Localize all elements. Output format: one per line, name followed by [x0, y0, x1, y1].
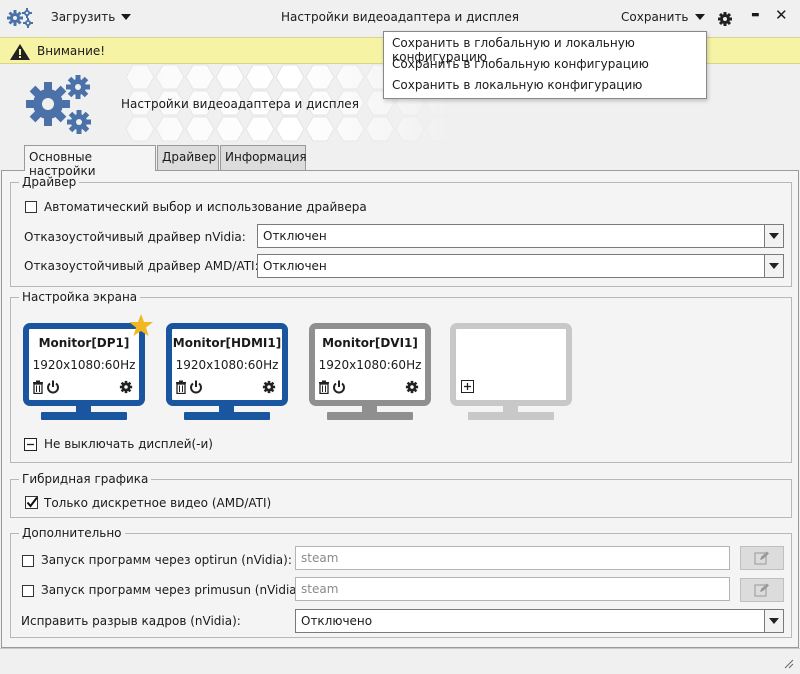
load-label: Загрузить: [51, 10, 116, 24]
primusrun-placeholder: steam: [301, 582, 339, 596]
driver-group: [10, 182, 792, 287]
pencil-icon: [754, 583, 769, 597]
primusrun-edit-button[interactable]: [740, 578, 784, 602]
monitor-card[interactable]: Monitor[DVI1] 1920x1080:60Hz: [309, 323, 431, 421]
trash-icon[interactable]: [175, 380, 187, 394]
tab-main-settings[interactable]: Основные настройки: [24, 145, 156, 178]
monitor-base: [184, 412, 270, 420]
monitor-stand: [362, 406, 377, 412]
save-menu-button[interactable]: Сохранить: [621, 10, 705, 24]
gear-icon[interactable]: [717, 11, 733, 27]
gear-icon[interactable]: [119, 380, 133, 394]
power-icon[interactable]: [332, 380, 346, 394]
monitor-name: Monitor[DVI1]: [322, 336, 418, 350]
nvidia-driver-label: Отказоустойчивый драйвер nVidia:: [24, 230, 246, 244]
resize-grip-icon[interactable]: [784, 659, 794, 669]
optirun-edit-button[interactable]: [740, 546, 784, 570]
trash-icon[interactable]: [32, 380, 44, 394]
close-button[interactable]: ✕: [775, 6, 788, 24]
keep-on-label: Не выключать дисплей(-и): [44, 437, 213, 451]
primusrun-checkbox[interactable]: [22, 585, 34, 597]
gear-icon[interactable]: [405, 380, 419, 394]
nvidia-driver-select[interactable]: Отключен: [257, 224, 784, 248]
gear-icon[interactable]: [262, 380, 276, 394]
nvidia-driver-value: Отключен: [263, 229, 327, 243]
tab-driver[interactable]: Драйвер: [157, 145, 219, 170]
monitor-screen: Monitor[HDMI1] 1920x1080:60Hz: [166, 323, 288, 406]
monitor-card[interactable]: Monitor[DP1] 1920x1080:60Hz: [23, 323, 145, 421]
monitor-stand: [219, 406, 234, 412]
tearing-select[interactable]: Отключено: [295, 609, 784, 633]
monitor-screen: Monitor[DVI1] 1920x1080:60Hz: [309, 323, 431, 406]
monitor-base: [327, 412, 413, 420]
discrete-checkbox[interactable]: [25, 496, 39, 510]
screen-group: [10, 297, 792, 463]
tab-info[interactable]: Информация: [220, 145, 307, 170]
menu-item-save-global-local[interactable]: Сохранить в глобальную и локальную конфи…: [392, 36, 635, 64]
amd-driver-value: Отключен: [263, 259, 327, 273]
primusrun-input[interactable]: steam: [295, 577, 730, 601]
monitor-base: [41, 412, 127, 420]
hybrid-legend: Гибридная графика: [19, 472, 152, 486]
monitor-resolution: 1920x1080:60Hz: [318, 358, 422, 372]
auto-driver-checkbox[interactable]: [25, 201, 37, 213]
optirun-label: Запуск программ через optirun (nVidia):: [41, 553, 292, 567]
monitor-resolution: 1920x1080:60Hz: [175, 358, 279, 372]
amd-driver-select[interactable]: Отключен: [257, 254, 784, 278]
gears-icon: [7, 7, 35, 29]
monitor-name: Monitor[DP1]: [38, 336, 130, 350]
chevron-down-icon: [121, 14, 132, 20]
amd-driver-label: Отказоустойчивый драйвер AMD/ATI:: [24, 259, 259, 273]
pencil-icon: [754, 551, 769, 565]
hybrid-group: [10, 479, 792, 518]
save-dropdown-menu: Сохранить в глобальную и локальную конфи…: [383, 31, 707, 99]
plus-box-icon[interactable]: [461, 380, 474, 393]
star-icon: [128, 313, 154, 337]
save-label: Сохранить: [621, 10, 689, 24]
optirun-placeholder: steam: [301, 551, 339, 565]
warning-triangle-icon: [9, 43, 31, 61]
auto-driver-label: Автоматический выбор и использование дра…: [44, 200, 367, 214]
menu-item-save-local[interactable]: Сохранить в локальную конфигурацию: [392, 78, 643, 92]
tearing-value: Отключено: [301, 614, 373, 628]
chevron-down-icon: [694, 14, 705, 20]
minimize-button[interactable]: ▬: [751, 10, 760, 20]
banner-title: Настройки видеоадаптера и дисплея: [121, 97, 359, 111]
screen-legend: Настройка экрана: [19, 290, 141, 304]
driver-legend: Драйвер: [19, 175, 80, 189]
chevron-down-icon: [764, 255, 783, 277]
menu-item-save-global[interactable]: Сохранить в глобальную конфигурацию: [392, 57, 649, 71]
keep-on-toggle[interactable]: [24, 438, 37, 451]
load-menu-button[interactable]: Загрузить: [51, 10, 132, 24]
power-icon[interactable]: [189, 380, 203, 394]
settings-gears-icon: [24, 74, 94, 138]
chevron-down-icon: [764, 225, 783, 247]
status-bar: [0, 648, 800, 674]
add-monitor-card[interactable]: [450, 323, 572, 421]
optirun-input[interactable]: steam: [295, 546, 730, 570]
optirun-checkbox[interactable]: [22, 555, 34, 567]
monitor-name: Monitor[HDMI1]: [172, 336, 282, 350]
monitor-stand: [76, 406, 91, 412]
tearing-label: Исправить разрыв кадров (nVidia):: [21, 614, 241, 628]
chevron-down-icon: [764, 610, 783, 632]
monitor-stand: [503, 406, 518, 412]
monitor-screen: [450, 323, 572, 406]
extra-group: [10, 533, 792, 638]
monitor-resolution: 1920x1080:60Hz: [32, 358, 136, 372]
monitor-screen: Monitor[DP1] 1920x1080:60Hz: [23, 323, 145, 406]
monitor-card[interactable]: Monitor[HDMI1] 1920x1080:60Hz: [166, 323, 288, 421]
extra-legend: Дополнительно: [19, 526, 125, 540]
power-icon[interactable]: [46, 380, 60, 394]
monitor-base: [468, 412, 554, 420]
warning-text: Внимание!: [37, 44, 106, 58]
trash-icon[interactable]: [318, 380, 330, 394]
discrete-label: Только дискретное видео (AMD/ATI): [44, 496, 272, 510]
primusrun-label: Запуск программ через primusun (nVidia):: [41, 583, 306, 597]
